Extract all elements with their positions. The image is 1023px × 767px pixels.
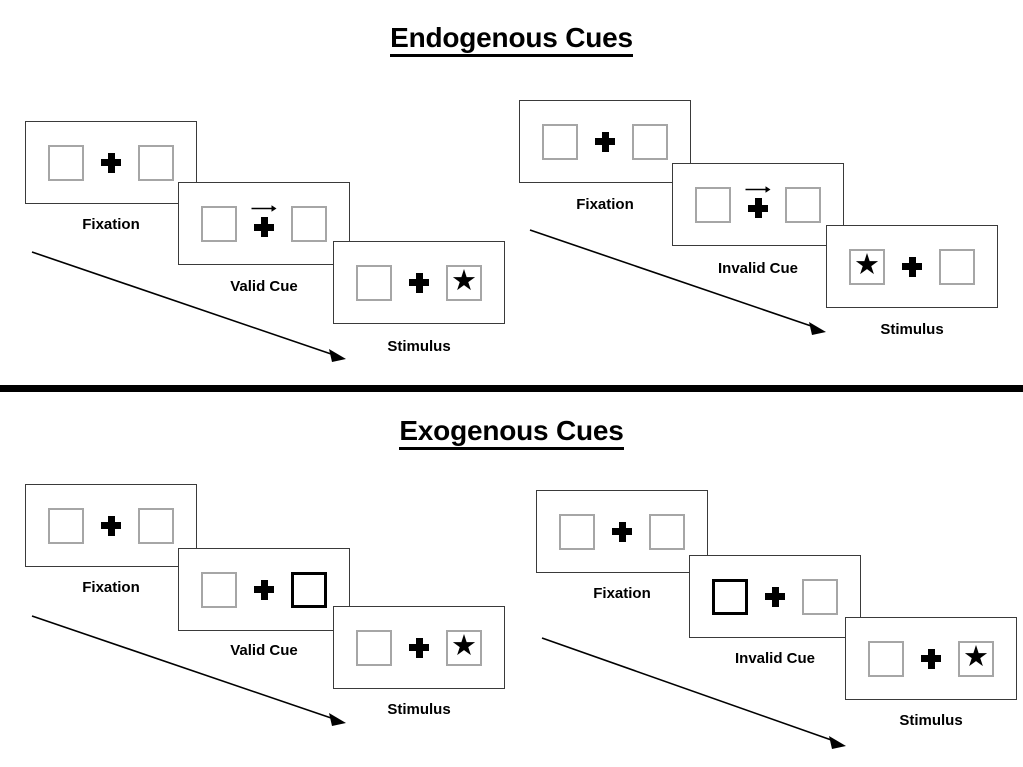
endogenous-valid-fixation-panel [25, 121, 197, 204]
fixation-cross-wrap [609, 514, 635, 550]
fixation-cross-wrap [251, 204, 277, 242]
exogenous-invalid-stimulus-panel: ★ [845, 617, 1017, 700]
placeholder-box-left [48, 144, 84, 181]
placeholder-box-left [48, 507, 84, 544]
placeholder-box-right [649, 513, 685, 550]
cue-box-right [291, 571, 327, 608]
fixation-cross-icon [921, 648, 941, 669]
cue-box-left [712, 578, 748, 615]
endogenous-valid-stimulus-panel: ★ [333, 241, 505, 324]
exogenous-invalid-cue-panel [689, 555, 861, 638]
fixation-cross-icon [765, 586, 785, 607]
placeholder-box-right [632, 123, 668, 160]
fixation-cross-icon [254, 579, 274, 600]
fixation-cross-icon [748, 198, 768, 218]
endogenous-valid-cue-label: Valid Cue [230, 278, 298, 295]
exogenous-invalid-stimulus-label: Stimulus [899, 712, 963, 729]
placeholder-box-left [542, 123, 578, 160]
target-box-left: ★ [849, 248, 885, 285]
target-box-right: ★ [446, 629, 482, 666]
fixation-cross-wrap [899, 249, 925, 285]
exogenous-valid-stimulus-panel: ★ [333, 606, 505, 689]
section-title-exogenous-text: Exogenous Cues [399, 415, 624, 450]
exogenous-valid-fixation-panel [25, 484, 197, 567]
placeholder-box-right [802, 578, 838, 615]
fixation-cross-wrap [406, 630, 432, 666]
placeholder-box-right [138, 144, 174, 181]
fixation-cross-icon [902, 256, 922, 277]
placeholder-box-right [138, 507, 174, 544]
exogenous-valid-cue-panel [178, 548, 350, 631]
fixation-cross-wrap [592, 124, 618, 160]
placeholder-box-right [939, 248, 975, 285]
placeholder-box-left [201, 205, 237, 242]
endogenous-valid-fixation-label: Fixation [82, 216, 140, 233]
star-icon: ★ [963, 641, 989, 673]
target-box-right: ★ [958, 640, 994, 677]
exogenous-valid-cue-label: Valid Cue [230, 642, 298, 659]
exogenous-invalid-fixation-label: Fixation [593, 585, 651, 602]
exogenous-valid-fixation-label: Fixation [82, 579, 140, 596]
section-title-endogenous: Endogenous Cues [0, 22, 1023, 57]
endogenous-valid-stimulus-label: Stimulus [387, 338, 451, 355]
placeholder-box-left [559, 513, 595, 550]
endogenous-invalid-stimulus-panel: ★ [826, 225, 998, 308]
endogenous-invalid-cue-panel [672, 163, 844, 246]
fixation-cross-icon [254, 217, 274, 237]
exogenous-invalid-cue-label: Invalid Cue [734, 650, 816, 667]
star-icon: ★ [451, 630, 477, 662]
star-icon: ★ [451, 265, 477, 297]
placeholder-box-left [356, 264, 392, 301]
fixation-cross-wrap [745, 185, 771, 223]
endogenous-invalid-stimulus-label: Stimulus [880, 321, 944, 338]
star-icon: ★ [854, 249, 880, 281]
fixation-cross-wrap [406, 265, 432, 301]
placeholder-box-left [868, 640, 904, 677]
fixation-cross-icon [101, 515, 121, 536]
cue-arrow-right-icon [251, 204, 277, 212]
endogenous-valid-cue-panel [178, 182, 350, 265]
fixation-cross-wrap [98, 145, 124, 181]
section-divider [0, 385, 1023, 392]
section-title-endogenous-text: Endogenous Cues [390, 22, 633, 57]
endogenous-invalid-fixation-label: Fixation [576, 196, 634, 213]
target-box-right: ★ [446, 264, 482, 301]
endogenous-invalid-fixation-panel [519, 100, 691, 183]
fixation-cross-wrap [918, 641, 944, 677]
fixation-cross-icon [101, 152, 121, 173]
endogenous-invalid-cue-label: Invalid Cue [717, 260, 799, 277]
cue-arrow-right-icon [745, 185, 771, 193]
fixation-cross-icon [409, 272, 429, 293]
placeholder-box-right [785, 186, 821, 223]
placeholder-box-right [291, 205, 327, 242]
fixation-cross-icon [595, 131, 615, 152]
placeholder-box-left [201, 571, 237, 608]
placeholder-box-left [356, 629, 392, 666]
exogenous-valid-stimulus-label: Stimulus [387, 701, 451, 718]
fixation-cross-wrap [251, 572, 277, 608]
placeholder-box-left [695, 186, 731, 223]
section-title-exogenous: Exogenous Cues [0, 415, 1023, 450]
fixation-cross-wrap [762, 579, 788, 615]
exogenous-invalid-fixation-panel [536, 490, 708, 573]
fixation-cross-icon [409, 637, 429, 658]
fixation-cross-wrap [98, 508, 124, 544]
fixation-cross-icon [612, 521, 632, 542]
